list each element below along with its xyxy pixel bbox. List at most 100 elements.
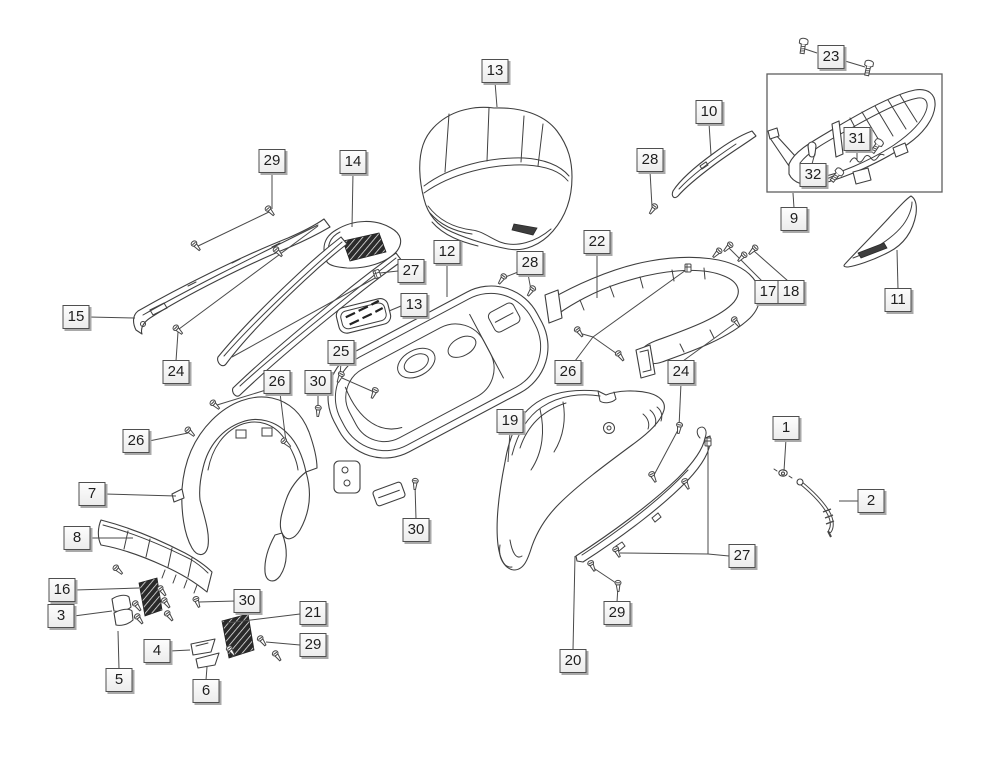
callout-label-13[interactable]: 13 bbox=[400, 293, 428, 317]
screw-icon bbox=[162, 609, 176, 623]
callout-label-11[interactable]: 11 bbox=[884, 288, 912, 312]
callout-label-29[interactable]: 29 bbox=[603, 601, 631, 625]
callout-label-23[interactable]: 23 bbox=[817, 45, 845, 69]
screw-icon bbox=[130, 599, 144, 613]
callout-label-27[interactable]: 27 bbox=[397, 259, 425, 283]
callout-label-12[interactable]: 12 bbox=[433, 240, 461, 264]
leader-line-21 bbox=[226, 613, 301, 624]
part-bracket-3 bbox=[111, 594, 134, 626]
leader-line-14 bbox=[351, 172, 354, 228]
callout-label-25[interactable]: 25 bbox=[327, 340, 355, 364]
leader-line-29 bbox=[591, 566, 617, 584]
part-bracket-31 bbox=[831, 120, 844, 158]
callout-label-3[interactable]: 3 bbox=[47, 604, 75, 628]
callout-label-20[interactable]: 20 bbox=[559, 649, 587, 673]
leader-line-5 bbox=[117, 630, 120, 670]
leader-line-26 bbox=[148, 432, 189, 442]
callout-label-21[interactable]: 21 bbox=[299, 601, 327, 625]
part-trim-mid bbox=[217, 236, 348, 367]
callout-label-29[interactable]: 29 bbox=[299, 633, 327, 657]
leader-line-26 bbox=[216, 389, 267, 406]
leader-line-13 bbox=[388, 305, 402, 312]
part-cover-14 bbox=[323, 220, 402, 269]
part-wedge-6 bbox=[195, 652, 220, 669]
leader-line-24 bbox=[175, 331, 179, 362]
screw-icon bbox=[572, 325, 586, 339]
screw-icon bbox=[263, 204, 277, 218]
callout-label-10[interactable]: 10 bbox=[695, 100, 723, 124]
callout-label-26[interactable]: 26 bbox=[263, 370, 291, 394]
leader-line-24 bbox=[682, 323, 735, 362]
callout-label-32[interactable]: 32 bbox=[799, 163, 827, 187]
callout-label-9[interactable]: 9 bbox=[780, 207, 808, 231]
leader-line-29 bbox=[195, 210, 272, 248]
part-latch-cluster bbox=[333, 460, 406, 507]
callout-label-30[interactable]: 30 bbox=[402, 518, 430, 542]
leader-line-15 bbox=[88, 316, 136, 319]
leader-line-29 bbox=[265, 641, 301, 646]
callout-label-14[interactable]: 14 bbox=[339, 150, 367, 174]
leader-line-9 bbox=[792, 192, 795, 209]
callout-label-2[interactable]: 2 bbox=[857, 489, 885, 513]
callout-label-4[interactable]: 4 bbox=[143, 639, 171, 663]
callout-label-30[interactable]: 30 bbox=[233, 589, 261, 613]
callout-label-22[interactable]: 22 bbox=[583, 230, 611, 254]
part-grille-16 bbox=[138, 577, 163, 617]
callout-label-7[interactable]: 7 bbox=[78, 482, 106, 506]
screw-icon bbox=[270, 649, 284, 663]
screw-icon bbox=[710, 246, 724, 260]
screw-icon bbox=[524, 284, 538, 298]
leader-line-20 bbox=[572, 555, 576, 651]
vent-grille-14 bbox=[342, 232, 387, 262]
screw-icon bbox=[255, 634, 269, 648]
callout-label-5[interactable]: 5 bbox=[105, 668, 133, 692]
part-trim-rear bbox=[232, 252, 403, 397]
callout-label-26[interactable]: 26 bbox=[122, 429, 150, 453]
callout-label-1[interactable]: 1 bbox=[772, 416, 800, 440]
part-wedge-4 bbox=[190, 638, 216, 656]
callout-label-26[interactable]: 26 bbox=[554, 360, 582, 384]
callout-label-28[interactable]: 28 bbox=[636, 148, 664, 172]
callout-label-8[interactable]: 8 bbox=[63, 526, 91, 550]
callout-label-13[interactable]: 13 bbox=[481, 59, 509, 83]
leader-line-30 bbox=[198, 600, 237, 603]
callout-label-19[interactable]: 19 bbox=[496, 409, 524, 433]
part-spoiler-10 bbox=[671, 130, 757, 199]
callout-label-16[interactable]: 16 bbox=[48, 578, 76, 602]
leader-line-4 bbox=[169, 649, 191, 652]
part-mat-13 bbox=[335, 298, 392, 334]
leader-line-26 bbox=[592, 269, 687, 338]
callout-label-18[interactable]: 18 bbox=[777, 280, 805, 304]
leader-line-24 bbox=[678, 382, 682, 428]
leader-line-27 bbox=[619, 552, 709, 555]
screw-icon bbox=[495, 272, 509, 286]
callout-label-30[interactable]: 30 bbox=[304, 370, 332, 394]
leader-line-24 bbox=[178, 225, 319, 330]
bolt-icon bbox=[797, 37, 809, 55]
callout-label-31[interactable]: 31 bbox=[843, 127, 871, 151]
screw-icon bbox=[159, 596, 173, 610]
callout-label-17[interactable]: 17 bbox=[754, 280, 782, 304]
leader-line-27 bbox=[231, 276, 378, 358]
part-top-case bbox=[419, 106, 573, 251]
leader-line-17 bbox=[728, 247, 763, 282]
callout-label-28[interactable]: 28 bbox=[516, 251, 544, 275]
callout-label-24[interactable]: 24 bbox=[667, 360, 695, 384]
callout-label-24[interactable]: 24 bbox=[162, 360, 190, 384]
part-helmet-bucket-12 bbox=[327, 285, 549, 507]
clip-icon bbox=[704, 437, 712, 447]
screw-icon bbox=[611, 545, 623, 559]
callout-label-29[interactable]: 29 bbox=[258, 149, 286, 173]
callout-label-6[interactable]: 6 bbox=[192, 679, 220, 703]
leader-line-23 bbox=[804, 48, 818, 54]
leader-lines-layer bbox=[73, 48, 899, 681]
leader-line-27 bbox=[707, 553, 730, 557]
part-tail-fin-11 bbox=[843, 195, 917, 268]
part-cable-2 bbox=[796, 478, 835, 538]
leader-line-13 bbox=[494, 81, 498, 108]
callout-label-15[interactable]: 15 bbox=[62, 305, 90, 329]
leader-line-28 bbox=[649, 170, 653, 208]
screw-icon bbox=[314, 404, 322, 418]
callout-label-27[interactable]: 27 bbox=[728, 544, 756, 568]
